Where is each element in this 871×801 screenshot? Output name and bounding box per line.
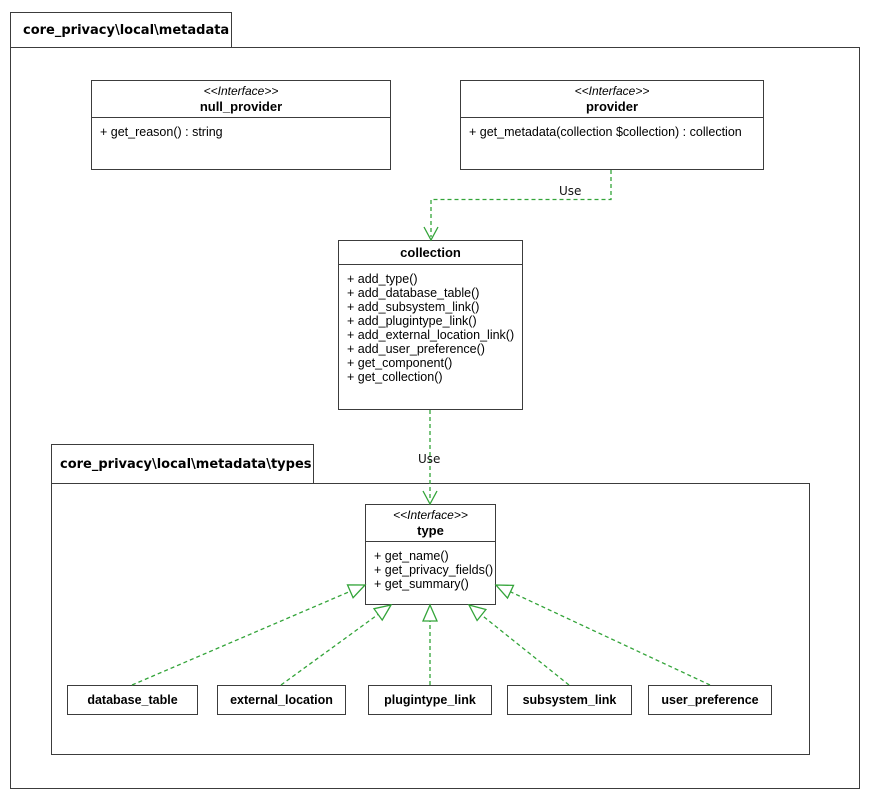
edge-label-use-provider: Use [559,184,582,198]
stereotype-label: <<Interface>> [393,508,468,522]
class-subsystem-link: subsystem_link [507,685,632,715]
class-name: external_location [230,693,333,707]
class-collection: collection + add_type() + add_database_t… [338,240,523,410]
method: + add_database_table() [347,286,480,300]
class-name: provider [585,99,638,114]
stereotype-label: <<Interface>> [574,84,650,98]
package-metadata-body [10,47,860,789]
class-name: user_preference [661,693,759,707]
method: + get_privacy_fields() [374,563,494,577]
method: + get_reason() : string [100,125,223,139]
class-collection-methods: + add_type() + add_database_table() + ad… [339,265,522,391]
class-collection-header: collection [339,241,522,265]
method: + add_user_preference() [347,342,485,356]
class-null-provider-methods: + get_reason() : string [92,118,390,146]
method: + get_component() [347,356,453,370]
method: + add_plugintype_link() [347,314,477,328]
class-name: database_table [87,693,178,707]
class-user-preference: user_preference [648,685,772,715]
stereotype-label: <<Interface>> [203,84,279,98]
package-types-label: core_privacy\local\metadata\types [60,456,312,472]
package-metadata-label: core_privacy\local\metadata [23,22,230,38]
method: + get_metadata(collection $collection) :… [469,125,742,139]
class-name: type [417,523,444,538]
class-type-header: <<Interface>> type [366,505,495,542]
class-type-methods: + get_name() + get_privacy_fields() + ge… [366,542,495,598]
method: + get_collection() [347,370,443,384]
class-type: <<Interface>> type + get_name() + get_pr… [365,504,496,605]
class-database-table: database_table [67,685,198,715]
class-provider-header: <<Interface>> provider [461,81,763,118]
method: + add_external_location_link() [347,328,515,342]
method: + add_subsystem_link() [347,300,480,314]
class-provider-methods: + get_metadata(collection $collection) :… [461,118,763,146]
class-plugintype-link: plugintype_link [368,685,492,715]
class-name: null_provider [199,99,283,114]
class-name: plugintype_link [384,693,476,707]
package-types-tab: core_privacy\local\metadata\types [51,444,314,484]
package-metadata-tab: core_privacy\local\metadata [10,12,232,48]
method: + get_name() [374,549,449,563]
class-null-provider: <<Interface>> null_provider + get_reason… [91,80,391,170]
class-null-provider-header: <<Interface>> null_provider [92,81,390,118]
class-name: subsystem_link [522,693,617,707]
class-external-location: external_location [217,685,346,715]
class-name: collection [400,245,461,260]
class-provider: <<Interface>> provider + get_metadata(co… [460,80,764,170]
method: + get_summary() [374,577,469,591]
method: + add_type() [347,272,418,286]
edge-label-use-collection: Use [418,452,441,466]
